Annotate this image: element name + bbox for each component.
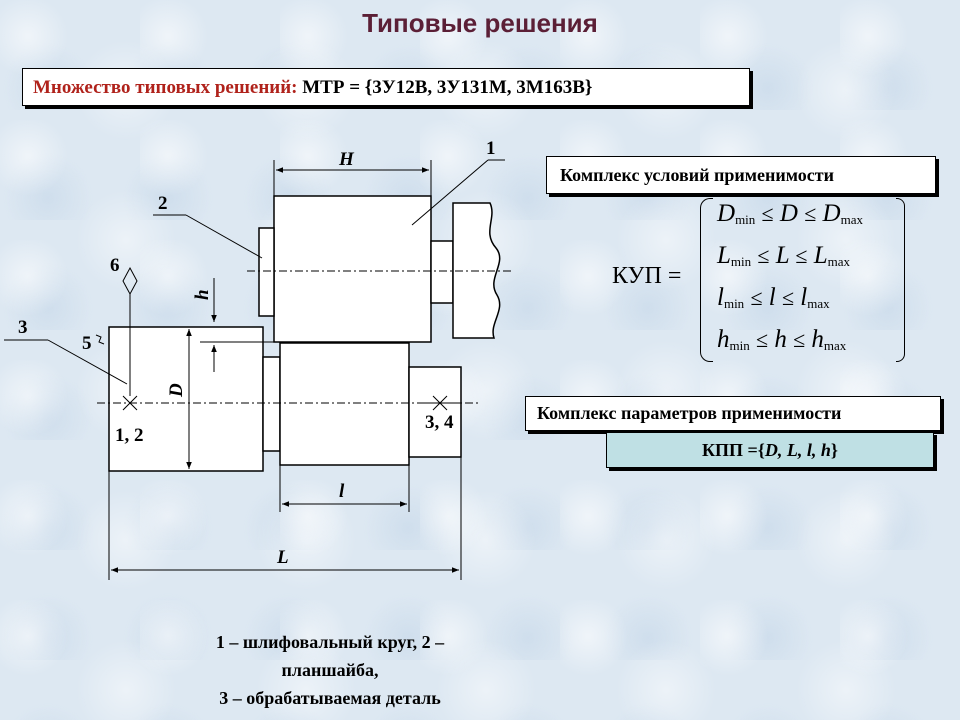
label-2: 2 (158, 193, 168, 214)
workpiece-tail (408, 366, 462, 458)
formula-left-brace (700, 198, 713, 362)
inequality-row: Lmin ≤ L ≤ Lmax (717, 242, 851, 269)
workpiece-middle (279, 342, 410, 466)
wheel-spindle (430, 240, 454, 304)
label-6: 6 (110, 255, 120, 276)
label-H: H (338, 149, 355, 170)
inequality-row: hmin ≤ h ≤ hmax (717, 326, 847, 353)
diagram-legend: 1 – шлифовальный круг, 2 – планшайба, 3 … (120, 628, 540, 712)
typical-solutions-value: МТР = {3У12В, 3У131М, 3М163В} (297, 77, 593, 98)
typical-solutions-box: Множество типовых решений: МТР = {3У12В,… (22, 68, 750, 106)
formula-right-brace (896, 198, 905, 362)
label-12: 1, 2 (115, 425, 144, 446)
grinding-wheel (273, 195, 432, 343)
kpp-formula: КПП ={D, L, l, h} (606, 432, 934, 468)
typical-solutions-label: Множество типовых решений: (33, 77, 298, 98)
label-h: h (192, 289, 213, 300)
label-L: L (276, 547, 289, 568)
legend-line: 3 – обрабатываемая деталь (219, 688, 441, 708)
legend-line: планшайба, (281, 660, 379, 680)
workpiece-collar (262, 356, 281, 452)
inequality-row: Dmin ≤ D ≤ Dmax (717, 200, 863, 227)
legend-line: 1 – шлифовальный круг, 2 – (215, 632, 445, 652)
applicability-parameters-header: Комплекс параметров применимости (525, 396, 941, 431)
faceplate (258, 227, 275, 317)
page-title: Типовые решения (362, 8, 598, 38)
inequality-row: lmin ≤ l ≤ lmax (717, 284, 830, 311)
label-34: 3, 4 (425, 412, 454, 433)
workpiece (108, 326, 264, 472)
label-1: 1 (486, 138, 496, 159)
datum-symbol-6 (122, 266, 138, 296)
label-D: D (166, 383, 187, 398)
kup-label: КУП = (612, 263, 682, 289)
label-l: l (339, 481, 345, 502)
label-3: 3 (18, 317, 28, 338)
label-5: 5 (82, 333, 92, 354)
applicability-conditions-header: Комплекс условий применимости (546, 156, 936, 194)
